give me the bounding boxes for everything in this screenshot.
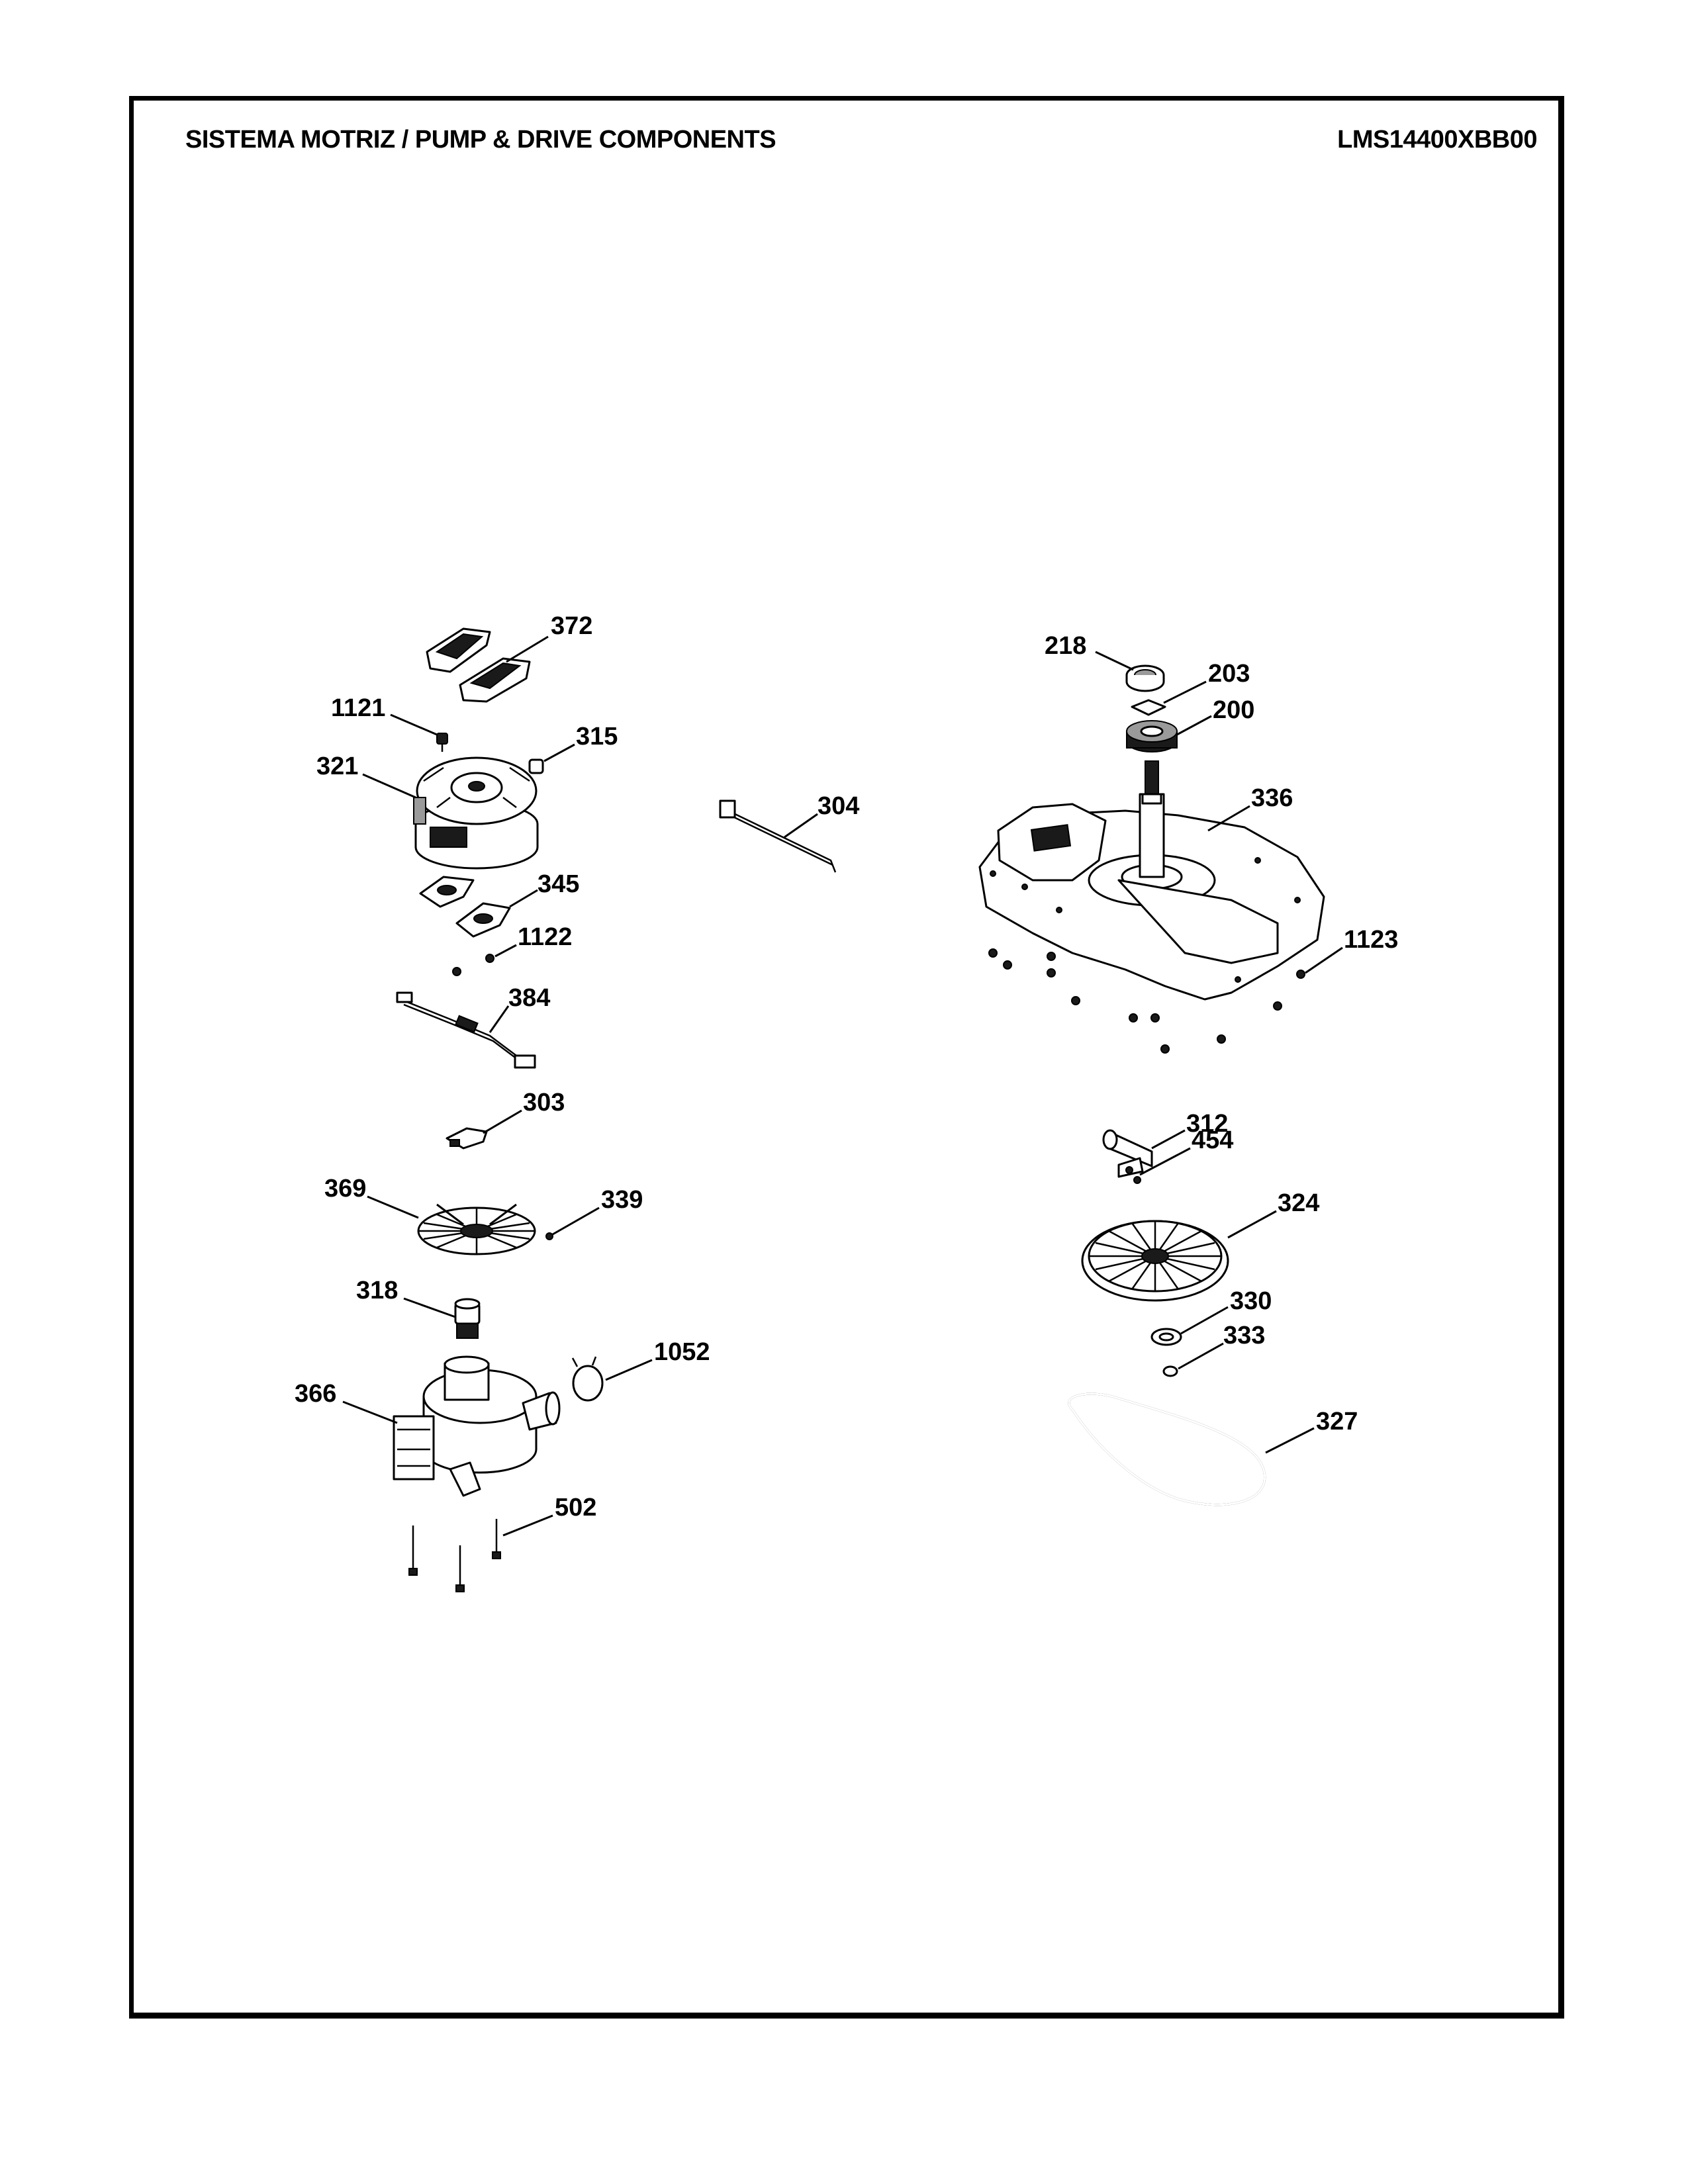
part-502-screws bbox=[408, 1519, 501, 1592]
callout-304: 304 bbox=[818, 792, 859, 820]
callout-315: 315 bbox=[576, 723, 618, 751]
part-345-pads bbox=[419, 876, 511, 938]
leader-312 bbox=[1151, 1129, 1186, 1150]
part-1052-clamp bbox=[571, 1356, 604, 1402]
part-315-bushing bbox=[528, 758, 544, 774]
leader-384 bbox=[489, 1005, 510, 1033]
part-336-mounting-plate bbox=[978, 760, 1325, 1001]
callout-330: 330 bbox=[1230, 1287, 1272, 1315]
part-372-cover-pads bbox=[426, 627, 531, 703]
callout-345: 345 bbox=[538, 870, 579, 898]
callout-454: 454 bbox=[1192, 1126, 1233, 1154]
part-454-screws bbox=[1125, 1166, 1141, 1184]
callout-1122: 1122 bbox=[518, 923, 572, 951]
part-324-pulley bbox=[1081, 1220, 1229, 1302]
leader-321 bbox=[362, 773, 416, 799]
callout-1052: 1052 bbox=[654, 1338, 710, 1366]
callout-1121: 1121 bbox=[331, 694, 385, 722]
leader-304 bbox=[784, 813, 818, 839]
leader-330 bbox=[1180, 1306, 1229, 1335]
part-318-cap bbox=[454, 1298, 481, 1339]
part-304-rod bbox=[719, 799, 837, 873]
leader-1052 bbox=[605, 1359, 653, 1381]
leader-333 bbox=[1178, 1342, 1224, 1370]
part-366-pump bbox=[393, 1355, 561, 1497]
leader-336 bbox=[1207, 805, 1250, 832]
part-330-washer bbox=[1150, 1328, 1182, 1346]
callout-339: 339 bbox=[601, 1186, 643, 1214]
part-1121-screw bbox=[436, 733, 448, 752]
part-1123-screws bbox=[988, 948, 1305, 1054]
callout-372: 372 bbox=[551, 612, 592, 640]
model-number: LMS14400XBB00 bbox=[1337, 126, 1537, 154]
callout-200: 200 bbox=[1213, 696, 1254, 724]
part-1122-screws bbox=[452, 954, 494, 976]
callout-336: 336 bbox=[1251, 784, 1293, 812]
leader-366 bbox=[342, 1400, 398, 1424]
part-321-motor bbox=[413, 756, 539, 870]
leader-369 bbox=[367, 1195, 419, 1219]
callout-502: 502 bbox=[555, 1494, 596, 1522]
part-333-clip bbox=[1162, 1365, 1178, 1377]
leader-318 bbox=[403, 1297, 456, 1318]
callout-312: 312 bbox=[1186, 1110, 1228, 1138]
part-327-belt bbox=[1068, 1392, 1266, 1506]
part-384-harness bbox=[396, 991, 536, 1069]
callout-369: 369 bbox=[324, 1175, 366, 1203]
part-369-impeller bbox=[417, 1203, 536, 1255]
leader-315 bbox=[543, 743, 575, 762]
part-218-nut bbox=[1125, 664, 1165, 692]
callout-327: 327 bbox=[1316, 1408, 1358, 1435]
leader-218 bbox=[1095, 651, 1134, 671]
callout-218: 218 bbox=[1045, 632, 1086, 660]
leader-327 bbox=[1265, 1427, 1315, 1454]
part-203-washer bbox=[1131, 699, 1166, 716]
leader-502 bbox=[502, 1514, 553, 1537]
callout-333: 333 bbox=[1223, 1322, 1265, 1349]
callout-384: 384 bbox=[508, 984, 550, 1012]
page-border bbox=[129, 96, 1564, 2019]
leader-1121 bbox=[390, 713, 438, 736]
leader-345 bbox=[509, 889, 538, 908]
leader-1122 bbox=[494, 944, 517, 958]
part-303-sensor bbox=[445, 1127, 488, 1150]
leader-339 bbox=[552, 1206, 600, 1236]
leader-324 bbox=[1227, 1210, 1277, 1239]
leader-200 bbox=[1176, 715, 1212, 736]
leader-454 bbox=[1139, 1147, 1191, 1176]
leader-203 bbox=[1163, 680, 1207, 704]
leader-372 bbox=[506, 635, 549, 663]
callout-203: 203 bbox=[1208, 660, 1250, 688]
page-title: SISTEMA MOTRIZ / PUMP & DRIVE COMPONENTS bbox=[185, 126, 776, 154]
callout-324: 324 bbox=[1278, 1189, 1319, 1217]
callout-321: 321 bbox=[316, 752, 358, 780]
leader-1123 bbox=[1305, 946, 1343, 974]
part-339-washer bbox=[545, 1232, 553, 1240]
callout-366: 366 bbox=[295, 1380, 336, 1408]
leader-303 bbox=[483, 1109, 522, 1134]
callout-303: 303 bbox=[523, 1089, 565, 1116]
part-200-seal bbox=[1126, 720, 1178, 752]
callout-318: 318 bbox=[356, 1277, 398, 1304]
callout-1123: 1123 bbox=[1344, 926, 1398, 954]
